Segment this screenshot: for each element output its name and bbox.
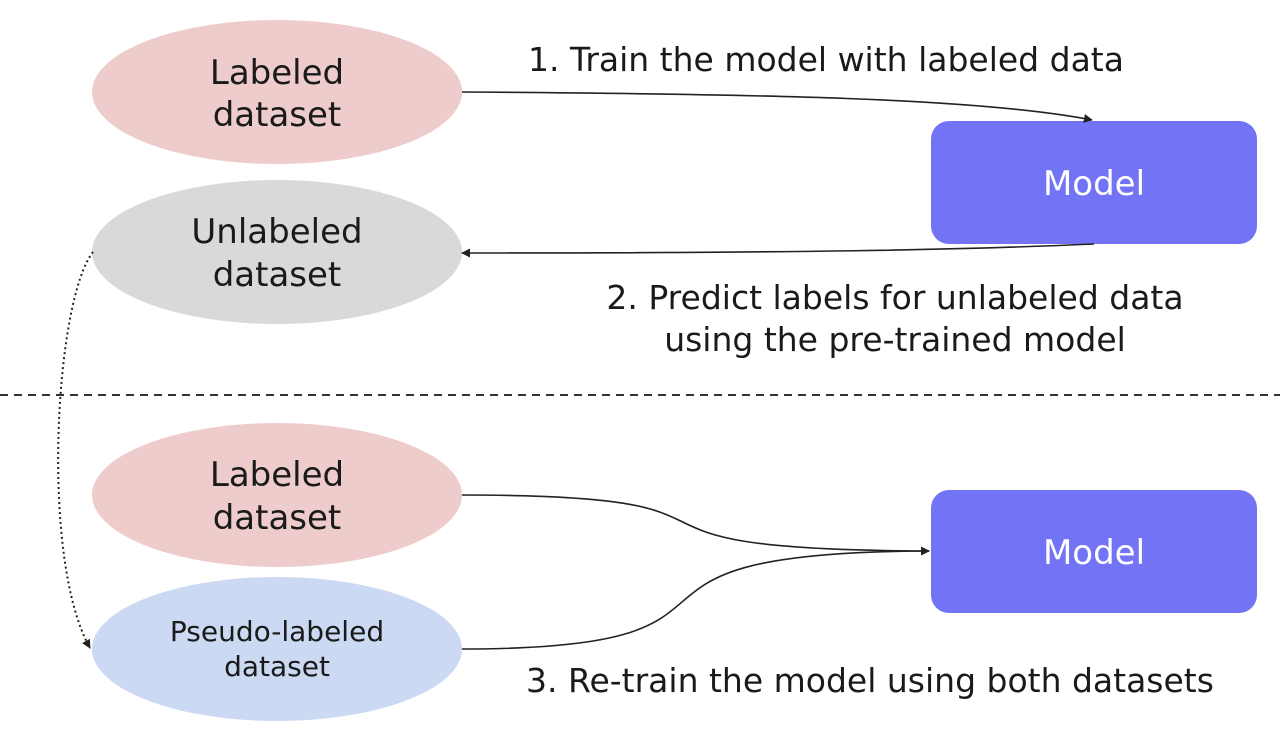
- top-labeled-dataset-line1: Labeled: [210, 53, 344, 93]
- step2-label-line2: using the pre-trained model: [664, 320, 1126, 359]
- bottom-labeled-dataset-node: Labeled dataset: [92, 423, 462, 567]
- edge-train-arrow: [461, 91, 1093, 123]
- top-labeled-dataset-line2: dataset: [213, 95, 342, 135]
- top-labeled-dataset-ellipse: [92, 20, 462, 164]
- step2-label-line1: 2. Predict labels for unlabeled data: [606, 278, 1183, 317]
- bottom-model-label: Model: [1043, 533, 1145, 573]
- top-unlabeled-dataset-ellipse: [92, 180, 462, 324]
- top-model-node: Model: [931, 121, 1257, 244]
- step1-label: 1. Train the model with labeled data: [528, 40, 1124, 79]
- bottom-pseudo-labeled-dataset-line2: dataset: [224, 650, 330, 683]
- top-model-box: [931, 121, 1257, 244]
- top-unlabeled-dataset-line1: Unlabeled: [191, 212, 362, 252]
- step3-label: 3. Re-train the model using both dataset…: [526, 661, 1214, 700]
- top-labeled-dataset-node: Labeled dataset: [92, 20, 462, 164]
- top-model-label: Model: [1043, 164, 1145, 204]
- top-unlabeled-dataset-node: Unlabeled dataset: [92, 180, 462, 324]
- bottom-labeled-dataset-line2: dataset: [213, 498, 342, 538]
- edge-retrain-labeled-arrow: [461, 494, 930, 556]
- edge-pseudo-label-dotted-arrow: [57, 251, 94, 649]
- bottom-model-node: Model: [931, 490, 1257, 613]
- bottom-pseudo-labeled-dataset-ellipse: [92, 577, 462, 721]
- bottom-pseudo-labeled-dataset-node: Pseudo-labeled dataset: [92, 577, 462, 721]
- top-unlabeled-dataset-line2: dataset: [213, 255, 342, 295]
- edge-retrain-pseudo-arrow: [461, 546, 930, 650]
- bottom-labeled-dataset-ellipse: [92, 423, 462, 567]
- bottom-model-box: [931, 490, 1257, 613]
- edge-predict-arrow: [461, 243, 1095, 258]
- bottom-labeled-dataset-line1: Labeled: [210, 455, 344, 495]
- bottom-pseudo-labeled-dataset-line1: Pseudo-labeled: [170, 615, 384, 648]
